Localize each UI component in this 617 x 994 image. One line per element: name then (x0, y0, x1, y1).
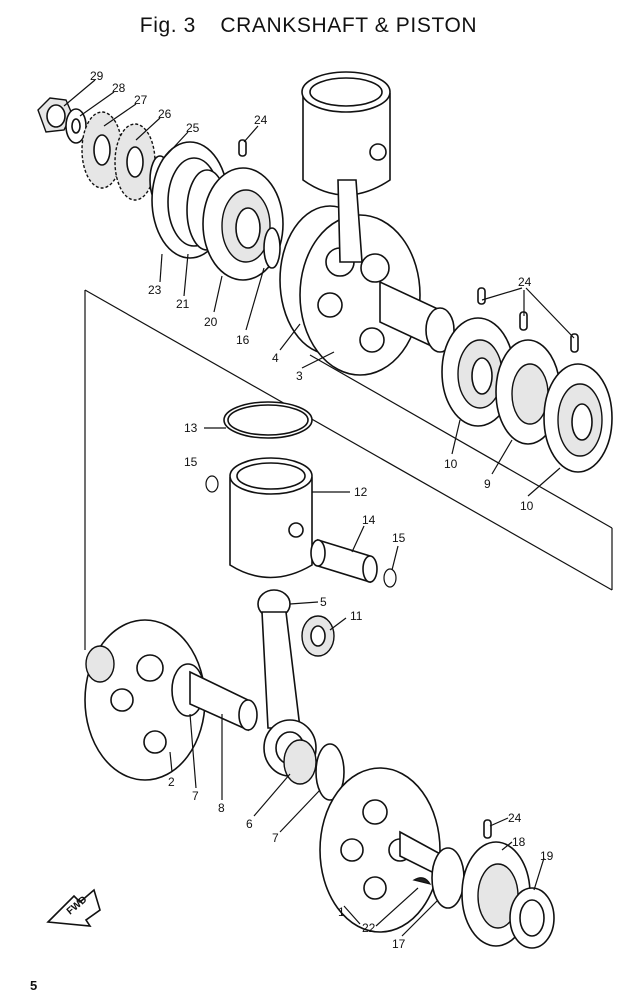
callout-1: 1 (338, 905, 345, 919)
callout-17: 17 (392, 937, 406, 951)
callout-24-right: 24 (518, 275, 532, 289)
knock-pin-24-top (238, 139, 247, 157)
nut-29 (37, 97, 73, 133)
callout-9: 9 (484, 477, 491, 491)
callout-4: 4 (272, 351, 279, 365)
crank-shaft-right (379, 280, 455, 353)
callout-8: 8 (218, 801, 225, 815)
callout-19: 19 (540, 849, 554, 863)
bearing-20 (202, 167, 284, 281)
circlip-15-right (383, 568, 397, 588)
page-number: 5 (30, 978, 38, 993)
callout-14: 14 (362, 513, 376, 527)
callout-27: 27 (134, 93, 148, 107)
callout-21: 21 (176, 297, 190, 311)
figure-name: CRANKSHAFT & PISTON (220, 14, 478, 37)
callout-28: 28 (112, 81, 126, 95)
gear-26 (114, 123, 156, 201)
oil-seal-19 (509, 887, 555, 949)
assembly-frame (84, 289, 613, 650)
callout-numbers: 29 28 27 26 25 24 23 21 20 16 4 3 24 10 … (90, 69, 554, 951)
callout-26: 26 (158, 107, 172, 121)
callout-6: 6 (246, 817, 253, 831)
callout-15-right: 15 (392, 531, 406, 545)
callout-18: 18 (512, 835, 526, 849)
callout-7-left: 7 (192, 789, 199, 803)
callout-22: 22 (362, 921, 376, 935)
callout-7-right: 7 (272, 831, 279, 845)
callout-16: 16 (236, 333, 250, 347)
callout-25: 25 (186, 121, 200, 135)
top-connecting-rod (337, 179, 363, 263)
bearing-10-right (543, 363, 613, 473)
callout-3: 3 (296, 369, 303, 383)
crank-pin-8 (189, 670, 258, 732)
primary-gear-27 (81, 111, 123, 189)
callout-12: 12 (354, 485, 368, 499)
piston-12 (229, 457, 313, 579)
fwd-arrow-icon: FWD (46, 888, 101, 927)
piston-ring-13 (223, 401, 313, 439)
crank-wheel-3 (299, 214, 421, 376)
callout-leaders (63, 79, 575, 937)
callout-2: 2 (168, 775, 175, 789)
callout-5: 5 (320, 595, 327, 609)
woodruff-key-22 (412, 877, 432, 885)
callout-20: 20 (204, 315, 218, 329)
callout-24-top: 24 (254, 113, 268, 127)
knock-pin-24-bottom (483, 819, 492, 839)
callout-11: 11 (350, 609, 363, 623)
big-end-bearing-6 (283, 739, 317, 785)
piston-pin-14 (310, 538, 378, 584)
callout-23: 23 (148, 283, 162, 297)
shim-16 (263, 227, 281, 269)
washer-28 (65, 108, 87, 144)
callout-13: 13 (184, 421, 198, 435)
callout-10-right: 10 (520, 499, 534, 513)
top-piston (301, 71, 391, 196)
washer-17 (431, 847, 465, 909)
callout-10-left: 10 (444, 457, 458, 471)
small-end-bearing-11 (301, 615, 335, 657)
figure-title: Fig. 3 CRANKSHAFT & PISTON (0, 14, 617, 38)
washer-7-right (315, 743, 345, 801)
circlip-15-left (205, 475, 219, 493)
callout-24-bottom: 24 (508, 811, 522, 825)
callout-15-left: 15 (184, 455, 198, 469)
callout-29: 29 (90, 69, 104, 83)
figure-number: Fig. 3 (139, 14, 196, 37)
crank-wheel-2 (84, 619, 206, 781)
